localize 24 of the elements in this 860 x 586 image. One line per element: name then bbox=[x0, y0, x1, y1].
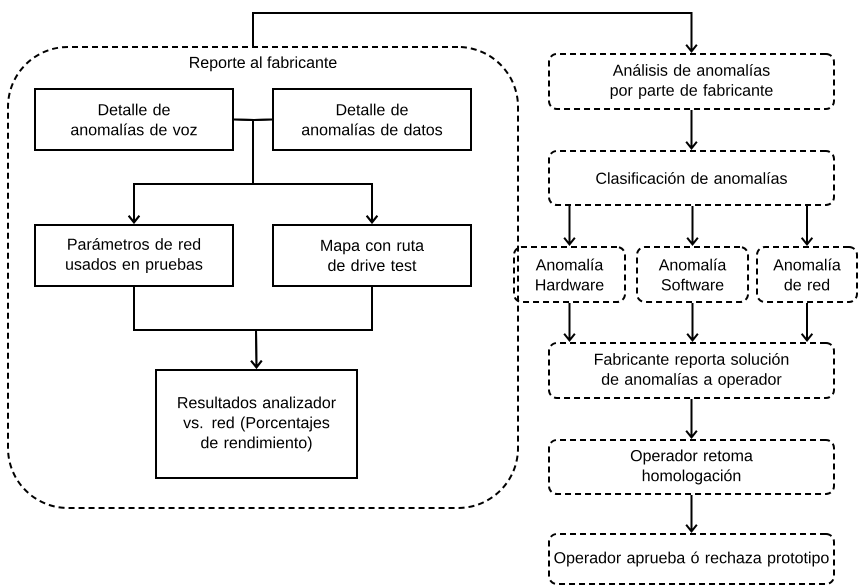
process-box: Fabricante reporta solución de anomalías a operador bbox=[548, 342, 835, 399]
process-box: Detalle de anomalías de datos bbox=[272, 88, 472, 151]
process-box: Detalle de anomalías de voz bbox=[34, 88, 234, 151]
arrow bbox=[686, 206, 699, 246]
arrow bbox=[252, 12, 698, 53]
process-box: Anomalía de red bbox=[756, 246, 858, 303]
arrow bbox=[685, 399, 698, 439]
process-box: Operador retoma homologación bbox=[548, 439, 835, 495]
process-box: Análisis de anomalías por parte de fabricante bbox=[548, 53, 835, 110]
arrow bbox=[250, 287, 373, 369]
arrow bbox=[685, 110, 698, 150]
arrow bbox=[800, 303, 814, 342]
arrow bbox=[563, 206, 576, 246]
arrow bbox=[685, 495, 698, 533]
process-box: Parámetros de red usados en pruebas bbox=[34, 224, 234, 287]
arrow bbox=[686, 303, 699, 342]
process-box: Operador aprueba ó rechaza prototipo bbox=[548, 533, 835, 585]
process-box: Clasificación de anomalías bbox=[548, 150, 835, 206]
arrow bbox=[800, 206, 814, 246]
process-box: Anomalía Software bbox=[636, 246, 750, 303]
process-box: Anomalía Hardware bbox=[513, 246, 626, 303]
process-box: Resultados analizador vs. red (Porcentajes de rendimiento) bbox=[155, 369, 358, 479]
arrow bbox=[563, 303, 576, 342]
process-box: Mapa con ruta de drive test bbox=[272, 224, 472, 287]
